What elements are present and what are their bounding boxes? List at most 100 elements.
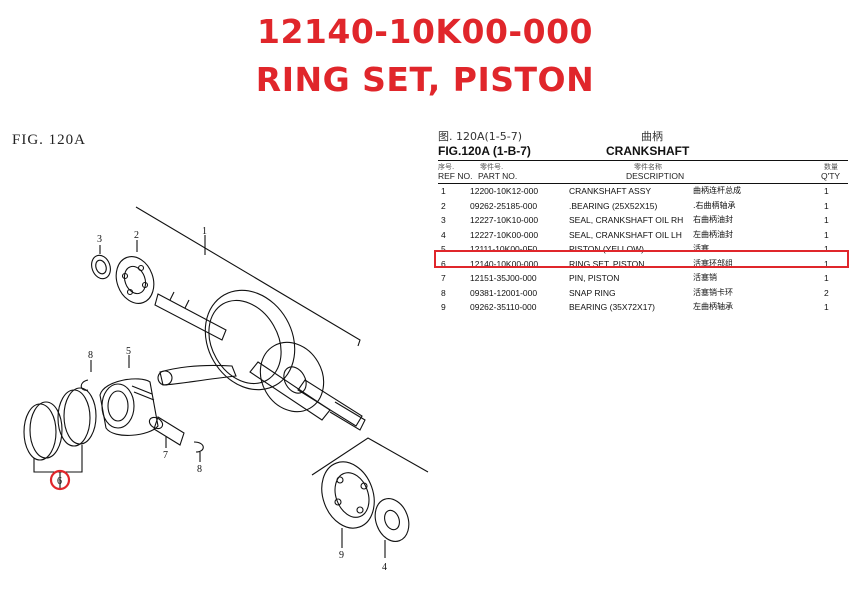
piston-ring-set-6 (23, 387, 97, 461)
ref-cell: 5 (441, 244, 446, 254)
table-row: 6 12140-10K00-000 RING SET, PISTON 活塞环部组 1 (438, 257, 848, 272)
description-cell: SNAP RING (569, 287, 616, 298)
cn-description-cell: 左曲柄轴承 (693, 302, 733, 311)
callout-8-top: 8 (88, 350, 93, 361)
piston-pin-7 (148, 416, 185, 446)
table-row: 1 12200-10K12-000 CRANKSHAFT ASSY 曲柄连杆总成 1 (438, 184, 848, 199)
qty-cell: 1 (824, 273, 829, 283)
part-no-cell: 12140-10K00-000 (470, 258, 539, 269)
ref-cell: 6 (441, 258, 446, 269)
column-headers: 序号. REF NO. 零件号. PART NO. 零件名称 DESCRIPTI… (438, 161, 848, 183)
description-cell: PISTON (YELLOW) (569, 244, 644, 254)
ref-cell: 9 (441, 302, 446, 312)
callout-3: 3 (97, 234, 102, 245)
ref-cell: 4 (441, 229, 446, 240)
cn-description-cell: 活塞销 (693, 273, 717, 282)
part-no-cell: 12111-10K00-0F0 (470, 244, 538, 254)
qty-cell: 1 (824, 302, 829, 312)
callout-2: 2 (134, 230, 139, 241)
bearing-2 (115, 256, 155, 304)
part-no-cell: 09381-12001-000 (470, 287, 538, 298)
qty-header: Q'TY (821, 171, 841, 181)
ref-cell: 1 (441, 186, 446, 196)
figure-label: FIG. 120A (12, 132, 87, 148)
callout-6-highlight (49, 469, 71, 491)
qty-cell: 1 (824, 258, 829, 269)
description-cell: .BEARING (25X52X15) (569, 200, 658, 211)
cn-title: 曲柄 (641, 130, 663, 143)
cn-fig-label: 图. 120A(1-5-7) (438, 130, 523, 143)
table-row: 7 12151-35J00-000 PIN, PISTON 活塞销 1 (438, 271, 848, 286)
description-cell: BEARING (35X72X17) (569, 302, 655, 312)
desc-header: DESCRIPTION (626, 171, 685, 181)
cn-description-cell: 左曲柄油封 (693, 229, 733, 239)
ref-cell: 2 (441, 200, 446, 211)
qty-cell: 1 (824, 244, 829, 254)
parts-table-body: 1 12200-10K12-000 CRANKSHAFT ASSY 曲柄连杆总成 1 2 0… (438, 184, 848, 315)
page-title: 12140-10K00-000 RING SET, PISTON (0, 8, 850, 104)
part-no-cell: 12151-35J00-000 (470, 273, 537, 283)
desc-header-cn: 零件名称 (634, 163, 662, 171)
qty-cell: 1 (824, 215, 829, 225)
crankshaft-bracket (135, 206, 361, 347)
ref-header: REF NO. (438, 171, 473, 181)
part-no-cell: 12227-10K10-000 (470, 215, 539, 225)
oil-seal-4 (374, 498, 410, 542)
table-row: 8 09381-12001-000 SNAP RING 活塞销卡环 2 (438, 286, 848, 301)
callout-8-bottom: 8 (197, 464, 202, 475)
group-title: CRANKSHAFT (606, 144, 690, 158)
description-cell: CRANKSHAFT ASSY (569, 186, 652, 196)
cn-description-cell: 曲柄连杆总成 (693, 186, 741, 195)
cn-description-cell: .右曲柄轴承 (693, 200, 736, 210)
description-cell: RING SET, PISTON (569, 258, 645, 269)
part-no-cell: 12227-10K00-000 (470, 229, 539, 240)
part-no-cell: 12200-10K12-000 (470, 186, 539, 196)
cn-description-cell: 活塞销卡环 (693, 287, 733, 297)
part-no-cell: 09262-25185-000 (470, 200, 538, 211)
oil-seal-3 (91, 254, 111, 280)
qty-header-cn: 数量 (824, 163, 838, 171)
description-cell: SEAL, CRANKSHAFT OIL RH (569, 215, 684, 225)
part-header: PART NO. (478, 171, 518, 181)
part-header-cn: 零件号. (480, 163, 504, 171)
callout-9: 9 (339, 550, 344, 561)
table-row: 5 12111-10K00-0F0 PISTON (YELLOW) 活塞 1 (438, 242, 848, 257)
callout-7: 7 (163, 450, 168, 461)
ref-cell: 3 (441, 215, 446, 225)
description-cell: SEAL, CRANKSHAFT OIL LH (569, 229, 682, 240)
fig-code: FIG.120A (1-B-7) (438, 144, 531, 158)
callout-5: 5 (126, 346, 131, 357)
exploded-view-diagram: 1 2 3 5 8 6 7 8 9 4 (23, 206, 429, 573)
ref-header-cn: 序号. (438, 163, 455, 171)
piston-5 (99, 378, 159, 436)
part-number-heading: 12140-10K00-000 (256, 12, 593, 51)
cn-description-cell: 右曲柄油封 (693, 215, 733, 224)
qty-cell: 1 (824, 200, 829, 211)
selected-row-highlight (434, 250, 849, 268)
table-row: 9 09262-35110-000 BEARING (35X72X17) 左曲柄轴承 1 (438, 300, 848, 315)
parts-list: 图. 120A(1-5-7) 曲柄 FIG.120A (1-B-7) CRANK… (438, 128, 848, 315)
table-row: 2 09262-25185-000 .BEARING (25X52X15) .右曲柄轴… (438, 199, 848, 214)
parts-list-title-row: FIG.120A (1-B-7) CRANKSHAFT (438, 144, 848, 158)
qty-cell: 1 (824, 186, 829, 196)
callout-1: 1 (202, 226, 207, 237)
table-row: 3 12227-10K10-000 SEAL, CRANKSHAFT OIL RH 右… (438, 213, 848, 228)
description-cell: PIN, PISTON (569, 273, 620, 283)
parts-list-cn-header: 图. 120A(1-5-7) 曲柄 (438, 128, 848, 144)
qty-cell: 2 (824, 287, 829, 298)
crankshaft-assy (154, 289, 366, 431)
table-row: 4 12227-10K00-000 SEAL, CRANKSHAFT OIL LH 左… (438, 228, 848, 243)
snap-ring-8b (193, 441, 204, 453)
part-name-heading: RING SET, PISTON (255, 60, 595, 99)
part-no-cell: 09262-35110-000 (470, 302, 537, 312)
ref-cell: 8 (441, 287, 446, 298)
ref-cell: 7 (441, 273, 446, 283)
cn-description-cell: 活塞环部组 (693, 258, 733, 268)
callout-4: 4 (382, 562, 387, 573)
qty-cell: 1 (824, 229, 829, 240)
callout-6: 6 (57, 476, 62, 487)
bearing-bracket (311, 437, 429, 476)
snap-ring-8a (80, 379, 89, 391)
bearing-9 (321, 461, 375, 529)
cn-description-cell: 活塞 (693, 244, 709, 253)
